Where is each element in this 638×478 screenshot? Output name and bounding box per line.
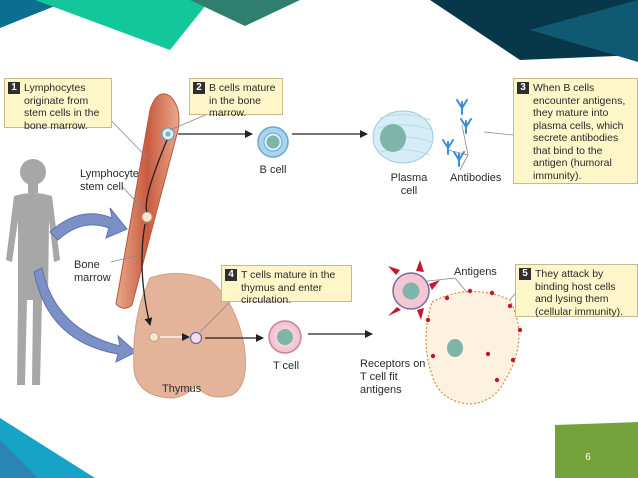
corner-green-dark-shape xyxy=(190,0,300,26)
label-lymphocyte-stem-cell: Lymphocyte stem cell xyxy=(80,168,139,193)
b-cell xyxy=(257,126,289,158)
arrow-to-thymus xyxy=(33,267,137,363)
step-number-badge: 5 xyxy=(519,268,531,280)
blue-arrows xyxy=(33,207,137,363)
label-antibodies: Antibodies xyxy=(450,172,502,184)
human-silhouette xyxy=(6,159,60,385)
corner-teal-shape xyxy=(530,0,638,62)
page-number-tab xyxy=(555,422,638,478)
callout-step-5: 5 They attack by binding host cells and … xyxy=(515,264,638,318)
callout-step-3: 3 When B cells encounter antigens, they … xyxy=(513,78,638,184)
callout-text: They attack by binding host cells and ly… xyxy=(535,268,624,318)
label-antigens: Antigens xyxy=(454,266,497,278)
t-cell xyxy=(268,320,302,354)
t-cell-with-receptors xyxy=(388,260,440,320)
step-number-badge: 1 xyxy=(8,82,20,94)
callout-text: B cells mature in the bone marrow. xyxy=(209,82,276,119)
thymus-illustration xyxy=(133,273,246,399)
corner-teal-shape xyxy=(0,0,70,28)
label-receptors: Receptors on T cell fit antigens xyxy=(360,358,426,396)
arrow-to-bone xyxy=(49,207,128,241)
page-number: 6 xyxy=(585,452,591,463)
callout-text: When B cells encounter antigens, they ma… xyxy=(533,82,626,182)
antibodies-icons xyxy=(442,99,472,167)
label-b-cell: B cell xyxy=(259,164,287,176)
step-number-badge: 4 xyxy=(225,269,237,281)
corner-green-shape xyxy=(35,0,210,50)
callout-step-2: 2 B cells mature in the bone marrow. xyxy=(189,78,283,119)
label-thymus: Thymus xyxy=(162,383,202,395)
callout-step-4: 4 T cells mature in the thymus and enter… xyxy=(221,265,352,306)
callout-step-1: 1 Lymphocytes originate from stem cells … xyxy=(4,78,112,132)
label-bone-marrow: Bone marrow xyxy=(74,259,111,284)
step-number-badge: 3 xyxy=(517,82,529,94)
plasma-cell xyxy=(372,110,434,164)
corner-blue-shape xyxy=(0,418,95,478)
label-plasma-cell: Plasma cell xyxy=(390,172,428,197)
host-cell xyxy=(425,288,523,405)
step-number-badge: 2 xyxy=(193,82,205,94)
callout-text: T cells mature in the thymus and enter c… xyxy=(241,269,336,306)
corner-blue-dark-shape xyxy=(0,440,38,478)
label-t-cell: T cell xyxy=(272,360,300,372)
callout-text: Lymphocytes originate from stem cells in… xyxy=(24,82,100,132)
